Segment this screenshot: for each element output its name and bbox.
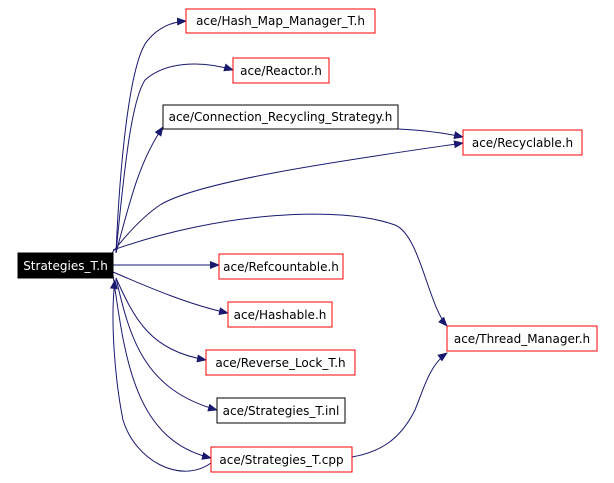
edge-root-to-strategies-cpp bbox=[112, 274, 212, 460]
node-root-label: Strategies_T.h bbox=[23, 259, 108, 273]
node-reverse-lock[interactable]: ace/Reverse_Lock_T.h bbox=[205, 349, 356, 376]
edge-root-to-recyclable bbox=[111, 140, 464, 254]
node-connection-recycling-strategy-label: ace/Connection_Recycling_Strategy.h bbox=[169, 110, 393, 124]
node-refcountable[interactable]: ace/Refcountable.h bbox=[218, 253, 344, 280]
node-strategies-inl-label: ace/Strategies_T.inl bbox=[223, 404, 340, 418]
node-reactor-label: ace/Reactor.h bbox=[240, 64, 322, 78]
node-reverse-lock-label: ace/Reverse_Lock_T.h bbox=[215, 356, 345, 370]
edge-strategies-cpp-to-thread-manager bbox=[351, 352, 448, 458]
node-strategies-inl[interactable]: ace/Strategies_T.inl bbox=[216, 397, 346, 424]
node-reactor[interactable]: ace/Reactor.h bbox=[232, 57, 330, 84]
edge-strategies-cpp-to-root bbox=[109, 279, 212, 472]
node-hash-map-manager[interactable]: ace/Hash_Map_Manager_T.h bbox=[185, 8, 376, 34]
edge-root-to-hashable bbox=[112, 271, 229, 316]
node-strategies-cpp-label: ace/Strategies_T.cpp bbox=[219, 453, 343, 467]
node-strategies-cpp[interactable]: ace/Strategies_T.cpp bbox=[210, 446, 353, 473]
node-thread-manager[interactable]: ace/Thread_Manager.h bbox=[446, 325, 598, 352]
node-connection-recycling-strategy[interactable]: ace/Connection_Recycling_Strategy.h bbox=[162, 104, 399, 130]
edge-root-to-connection-recycling-strategy bbox=[115, 126, 164, 254]
edge-root-to-thread-manager bbox=[112, 213, 448, 327]
edge-connection-to-recyclable bbox=[397, 128, 464, 139]
edges bbox=[109, 17, 464, 472]
node-thread-manager-label: ace/Thread_Manager.h bbox=[454, 332, 590, 346]
edge-root-to-reactor bbox=[115, 63, 234, 254]
node-recyclable[interactable]: ace/Recyclable.h bbox=[462, 129, 583, 156]
edge-root-to-hash-map-manager bbox=[115, 17, 187, 254]
node-hash-map-manager-label: ace/Hash_Map_Manager_T.h bbox=[196, 14, 365, 28]
node-recyclable-label: ace/Recyclable.h bbox=[472, 136, 573, 150]
node-hashable-label: ace/Hashable.h bbox=[234, 308, 327, 322]
edge-root-to-reverse-lock bbox=[115, 277, 207, 363]
node-hashable[interactable]: ace/Hashable.h bbox=[227, 301, 333, 328]
node-refcountable-label: ace/Refcountable.h bbox=[223, 260, 339, 274]
node-root[interactable]: Strategies_T.h bbox=[17, 252, 114, 279]
edge-root-to-strategies-inl bbox=[115, 277, 218, 412]
